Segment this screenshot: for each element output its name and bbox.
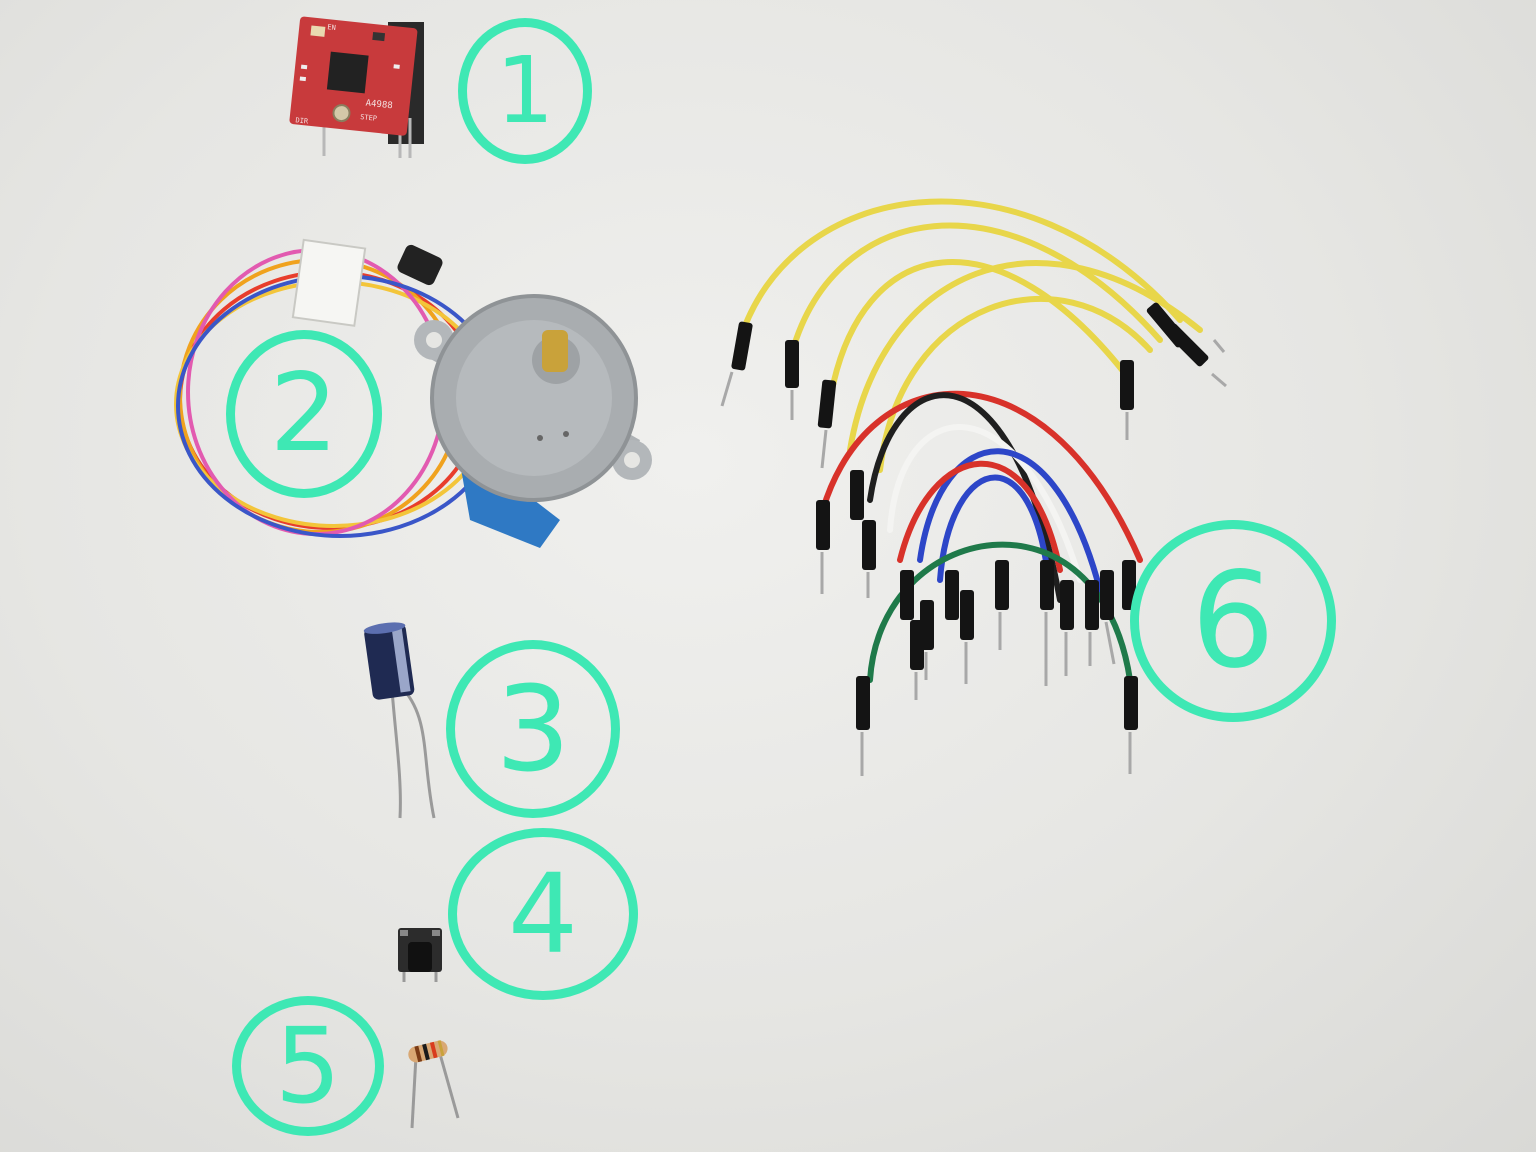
capacitor bbox=[363, 622, 436, 819]
annotation-circle-3: 3 bbox=[446, 640, 620, 818]
stepper-motor bbox=[414, 294, 652, 548]
annotation-circle-2: 2 bbox=[226, 330, 382, 498]
annotation-circle-6: 6 bbox=[1130, 520, 1336, 722]
cable-connector bbox=[291, 238, 443, 327]
push-button bbox=[398, 928, 442, 982]
jumper-pin-tips bbox=[720, 339, 1227, 776]
annotation-number-4: 4 bbox=[508, 850, 578, 978]
annotation-circle-1: 1 bbox=[458, 18, 592, 164]
annotation-number-2: 2 bbox=[269, 351, 339, 476]
annotation-number-3: 3 bbox=[495, 660, 571, 798]
pin-dir-label: DIR bbox=[295, 116, 309, 125]
resistor bbox=[408, 1040, 460, 1129]
jumper-pins bbox=[731, 302, 1209, 730]
annotation-circle-5: 5 bbox=[232, 996, 384, 1136]
pin-en-label: EN bbox=[327, 23, 336, 32]
stepper-driver-board: A4988 STEP DIR EN bbox=[289, 16, 424, 158]
pin-step-label: STEP bbox=[360, 113, 378, 123]
chip-label: A4988 bbox=[365, 99, 393, 112]
annotation-number-1: 1 bbox=[495, 37, 555, 144]
annotation-number-5: 5 bbox=[274, 1005, 342, 1127]
annotation-number-6: 6 bbox=[1191, 544, 1275, 698]
jumper-wires bbox=[737, 198, 1203, 683]
annotation-circle-4: 4 bbox=[448, 828, 638, 1000]
